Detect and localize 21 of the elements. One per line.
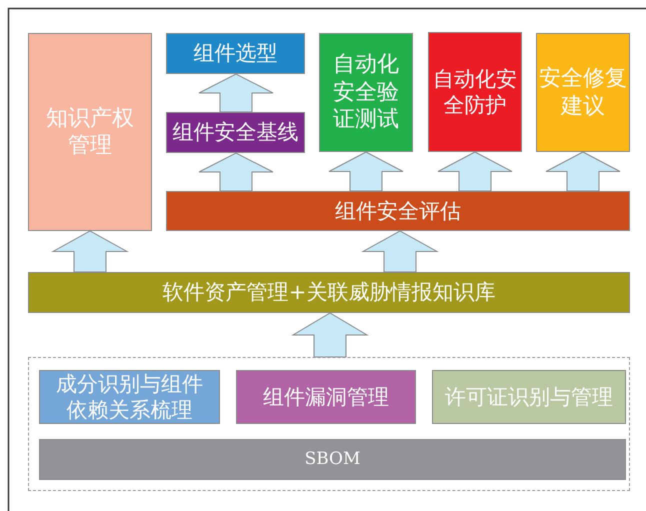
block-arrow [546, 151, 620, 192]
process-box: 知识产权管理 [28, 33, 152, 231]
process-box: 软件资产管理+关联威胁情报知识库 [28, 272, 630, 313]
block-arrow [438, 151, 512, 192]
dashed-group-box [28, 357, 630, 491]
process-box: 组件安全评估 [166, 191, 630, 231]
process-box: 安全修复建议 [536, 33, 630, 152]
block-arrow [361, 230, 439, 272]
process-box: 成分识别与组件依赖关系梳理 [39, 370, 220, 424]
process-box: 许可证识别与管理 [432, 370, 626, 424]
process-box: 自动化安全防护 [428, 32, 522, 152]
process-box: 组件漏洞管理 [236, 370, 416, 424]
process-box: SBOM [39, 439, 626, 480]
process-box: 组件安全基线 [166, 112, 305, 153]
block-arrow [198, 152, 274, 192]
process-box: 组件选型 [166, 33, 305, 74]
block-arrow [51, 230, 129, 272]
block-arrow [198, 73, 274, 112]
block-arrow [328, 151, 404, 192]
process-box: 自动化安全验证测试 [319, 33, 413, 152]
block-arrow [291, 312, 369, 358]
